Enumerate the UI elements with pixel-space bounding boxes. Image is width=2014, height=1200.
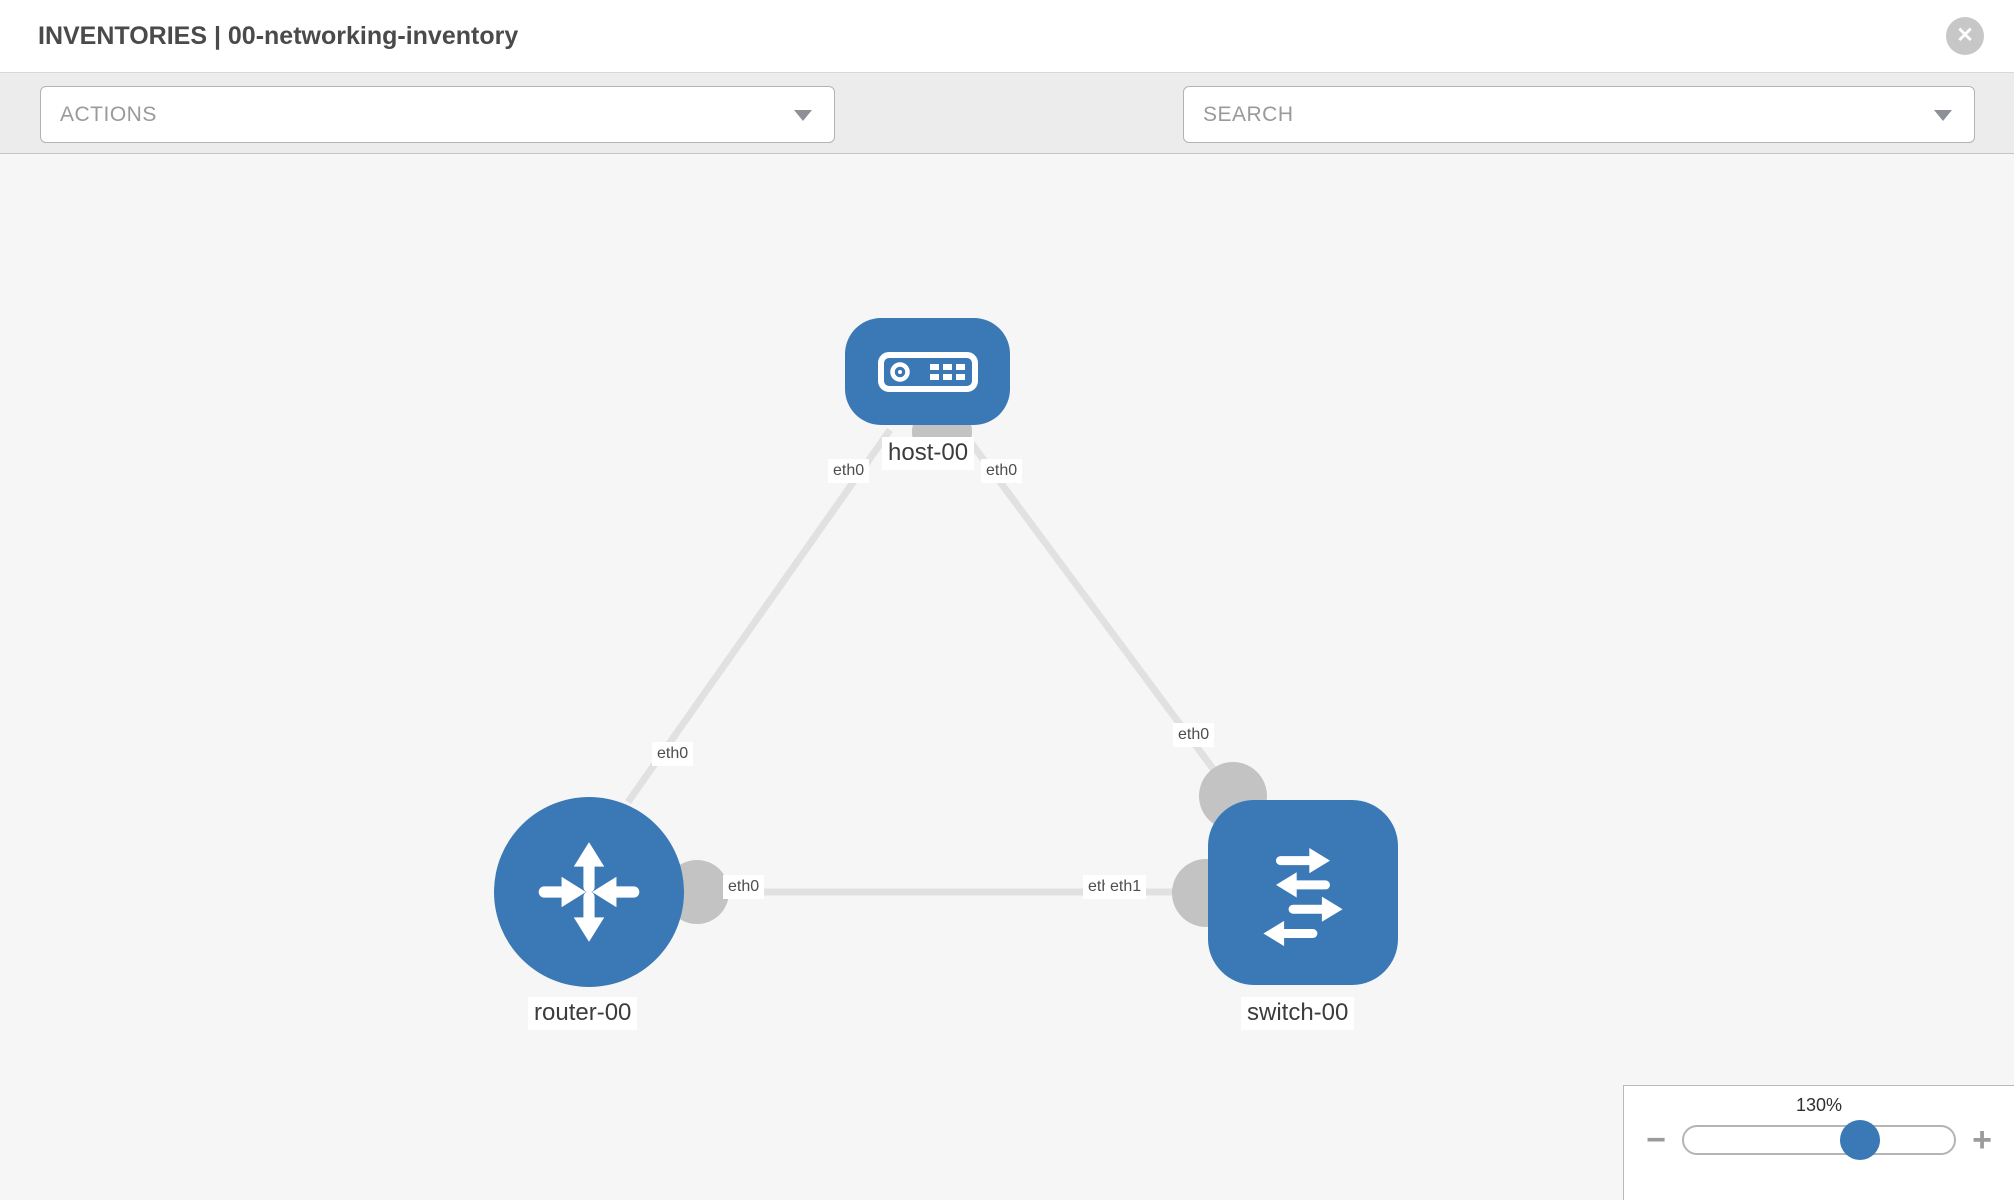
- close-icon[interactable]: ✕: [1946, 17, 1984, 55]
- header: INVENTORIES | 00-networking-inventory ✕: [0, 0, 2014, 73]
- node-label-host: host-00: [882, 437, 975, 470]
- node-router-00[interactable]: [494, 797, 684, 987]
- iface-label-router-eth0-to-host: eth0: [652, 742, 694, 766]
- zoom-in-button[interactable]: +: [1972, 1121, 1992, 1159]
- zoom-slider[interactable]: [1682, 1120, 1956, 1160]
- chevron-down-icon: [794, 109, 812, 121]
- page-title: INVENTORIES | 00-networking-inventory: [38, 22, 519, 50]
- actions-dropdown[interactable]: ACTIONS: [40, 86, 835, 143]
- iface-label-host-eth0-to-router: eth0: [828, 459, 870, 483]
- topology-canvas[interactable]: host-00 router-00 switch-00 eth0 eth0 et…: [0, 154, 2014, 1200]
- router-icon: [538, 842, 640, 942]
- iface-label-host-eth0-to-switch: eth0: [981, 459, 1023, 483]
- node-label-switch: switch-00: [1241, 997, 1355, 1030]
- zoom-out-button[interactable]: −: [1646, 1121, 1666, 1159]
- zoom-panel: 130% − +: [1623, 1085, 2014, 1200]
- links-layer: [625, 402, 1267, 927]
- node-switch-00[interactable]: [1208, 800, 1398, 985]
- switch-icon: [1263, 847, 1343, 946]
- zoom-level: 130%: [1795, 1095, 1843, 1115]
- node-host-00[interactable]: [845, 318, 1010, 425]
- actions-dropdown-label: ACTIONS: [60, 102, 157, 126]
- node-label-router: router-00: [528, 997, 638, 1030]
- zoom-controls: − +: [1624, 1120, 2014, 1160]
- chevron-down-icon: [1934, 109, 1952, 121]
- zoom-slider-handle[interactable]: [1839, 1120, 1880, 1160]
- link-host-router: [625, 427, 893, 805]
- toolbar: ACTIONS: [0, 73, 2014, 206]
- iface-label-switch-eth1-to-router: eth1: [1105, 875, 1147, 899]
- iface-label-switch-eth0-to-host: eth0: [1173, 723, 1215, 747]
- search-dropdown[interactable]: [1183, 86, 1975, 143]
- search-input[interactable]: [1203, 102, 1843, 127]
- host-icon: [877, 351, 978, 392]
- iface-label-router-eth0-to-switch: eth0: [723, 875, 765, 899]
